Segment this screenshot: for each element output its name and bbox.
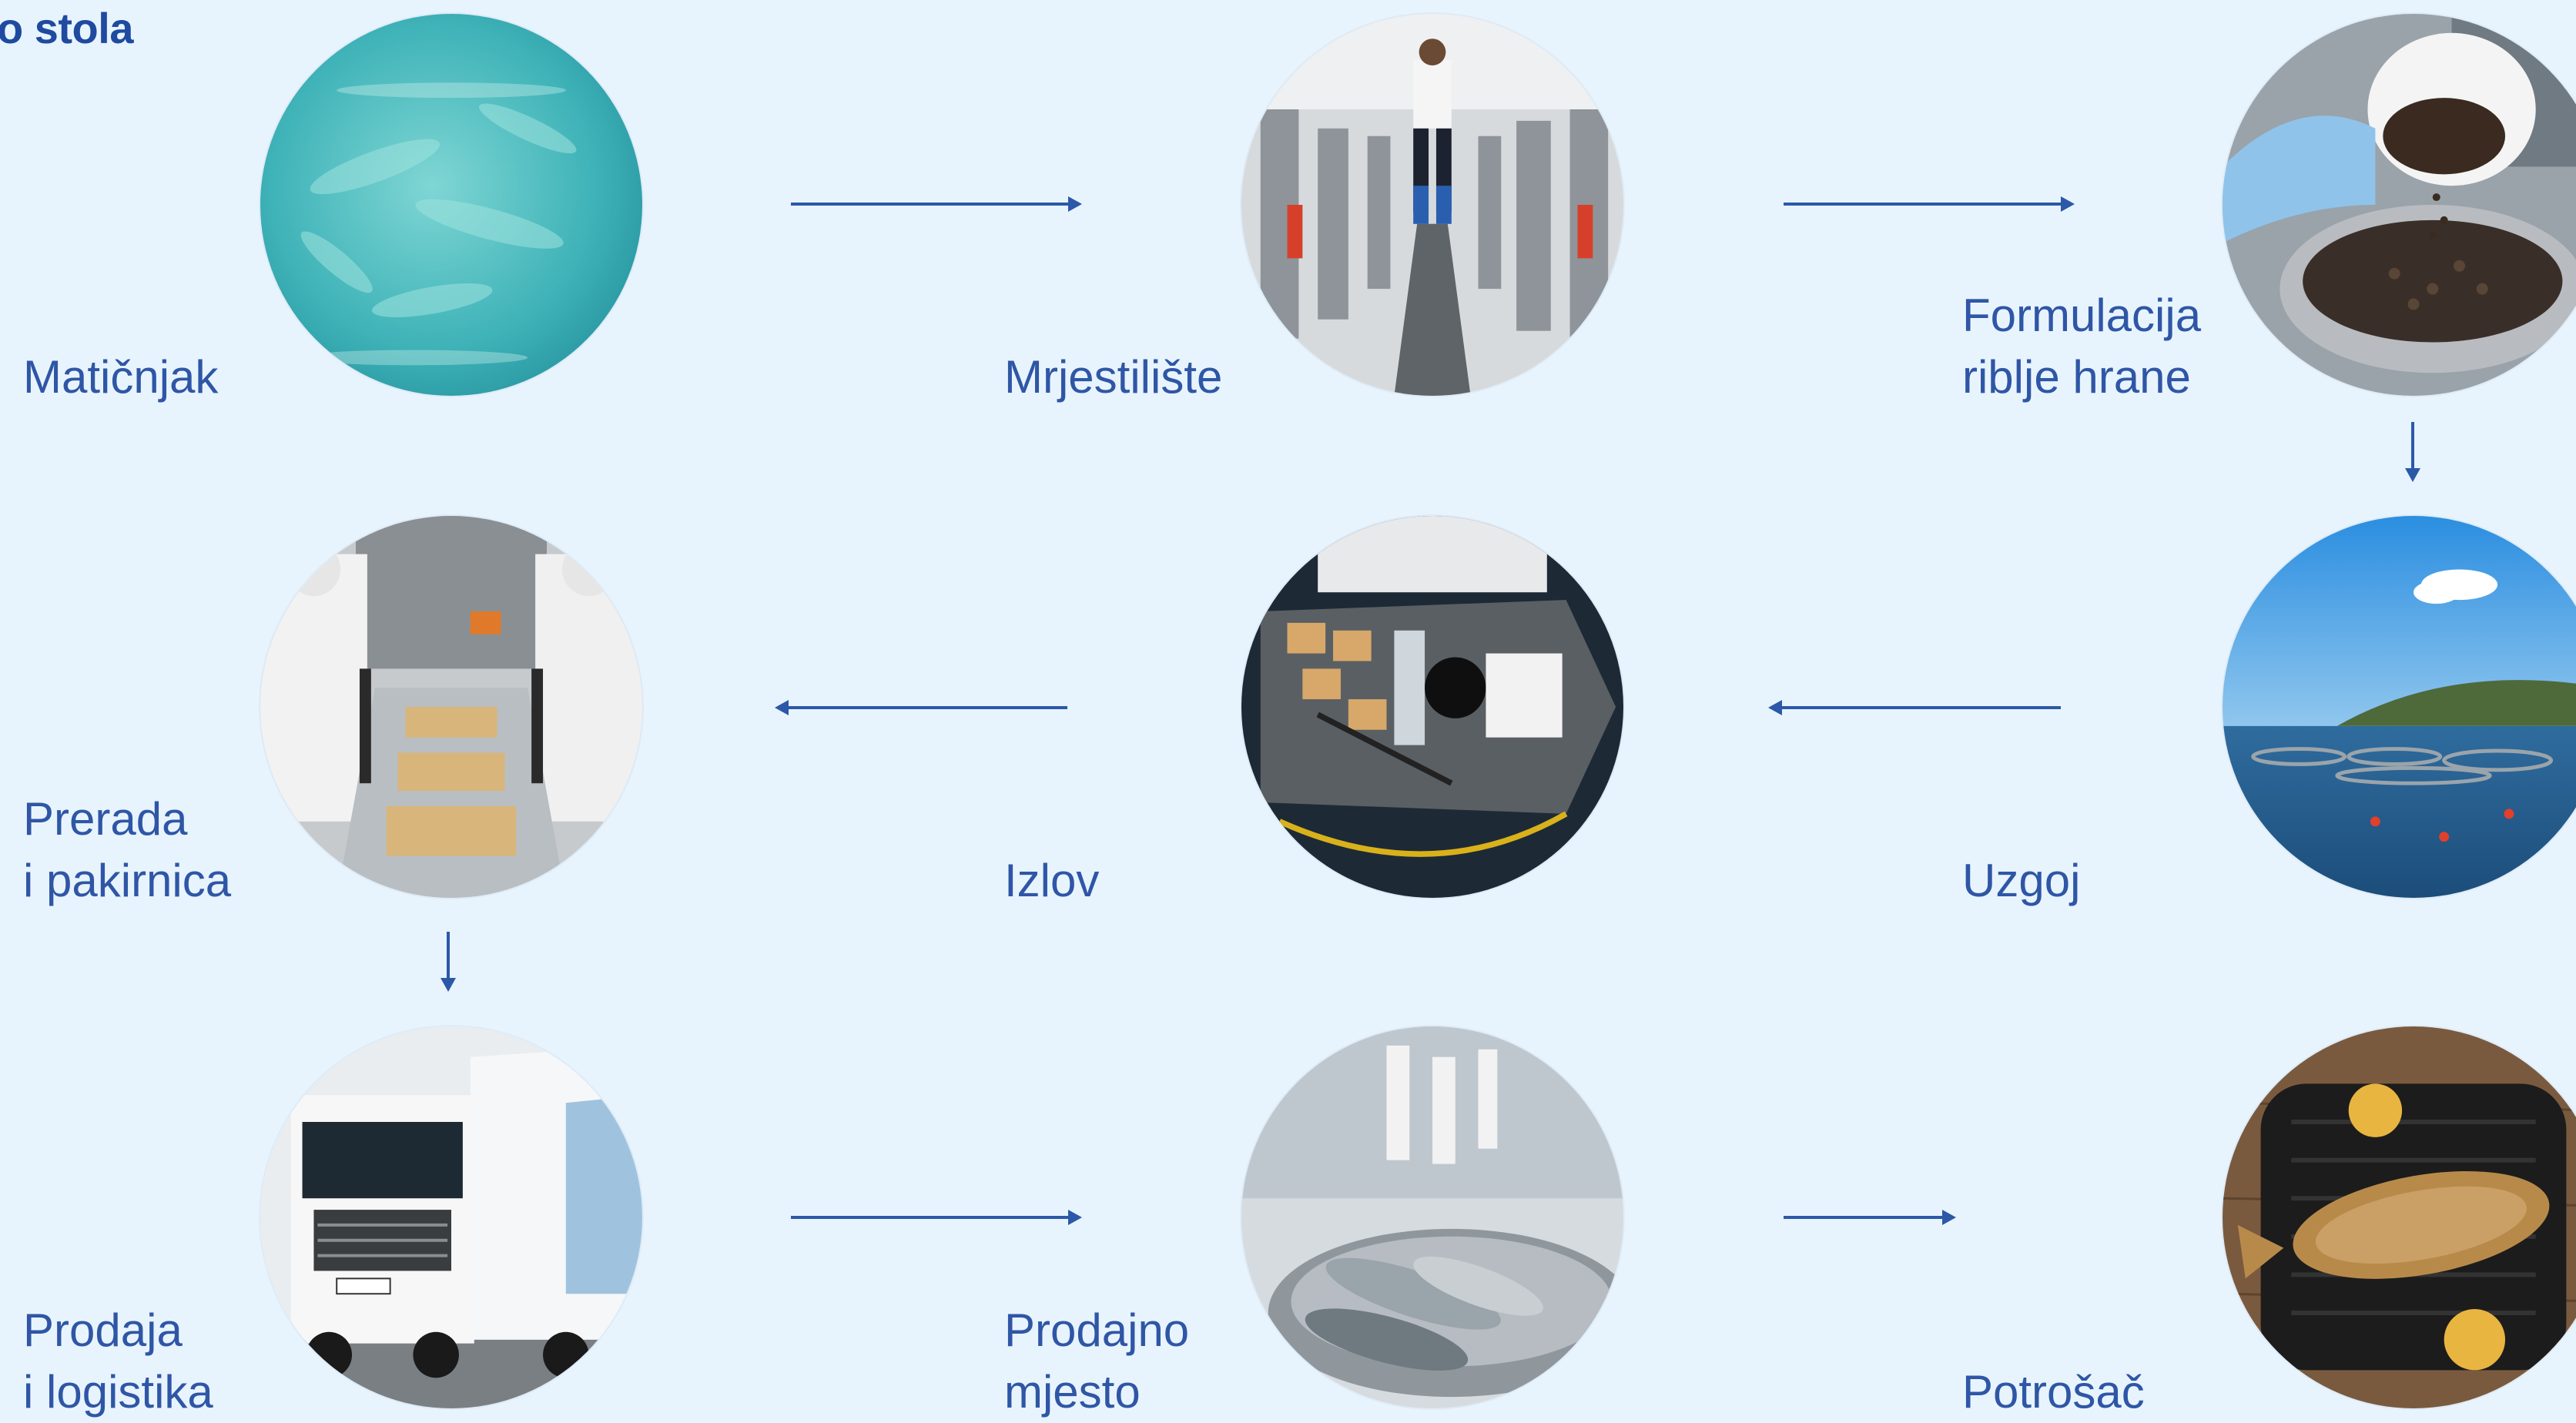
step-label-broodstock: Matičnjak bbox=[23, 351, 219, 403]
flow-arrow-left bbox=[775, 696, 1067, 719]
flow-arrow-right bbox=[1784, 193, 2075, 216]
step-label-farming: Uzgoj bbox=[1962, 855, 2081, 906]
flow-arrow-right bbox=[791, 193, 1082, 216]
step-label-harvest: Izlov bbox=[1004, 855, 1100, 906]
step-photo-harvest bbox=[1241, 516, 1623, 898]
step-photo-hatchery bbox=[1241, 14, 1623, 396]
step-label-hatchery: Mrjestilište bbox=[1004, 351, 1223, 403]
flow-arrow-left bbox=[1768, 696, 2061, 719]
flow-arrow-down bbox=[2401, 422, 2424, 482]
step-photo-broodstock bbox=[260, 14, 642, 396]
page-title: o stola bbox=[0, 4, 133, 52]
step-photo-farming bbox=[2223, 516, 2576, 898]
step-photo-feed bbox=[2223, 14, 2576, 396]
flow-arrow-right bbox=[791, 1206, 1082, 1229]
step-photo-logistics bbox=[260, 1026, 642, 1408]
step-photo-point-of-sale bbox=[1241, 1026, 1623, 1408]
flow-arrow-right bbox=[1784, 1206, 1956, 1229]
step-photo-consumer bbox=[2223, 1026, 2576, 1408]
step-photo-processing bbox=[260, 516, 642, 898]
step-label-consumer: Potrošač bbox=[1962, 1366, 2145, 1418]
flow-arrow-down bbox=[437, 932, 460, 992]
